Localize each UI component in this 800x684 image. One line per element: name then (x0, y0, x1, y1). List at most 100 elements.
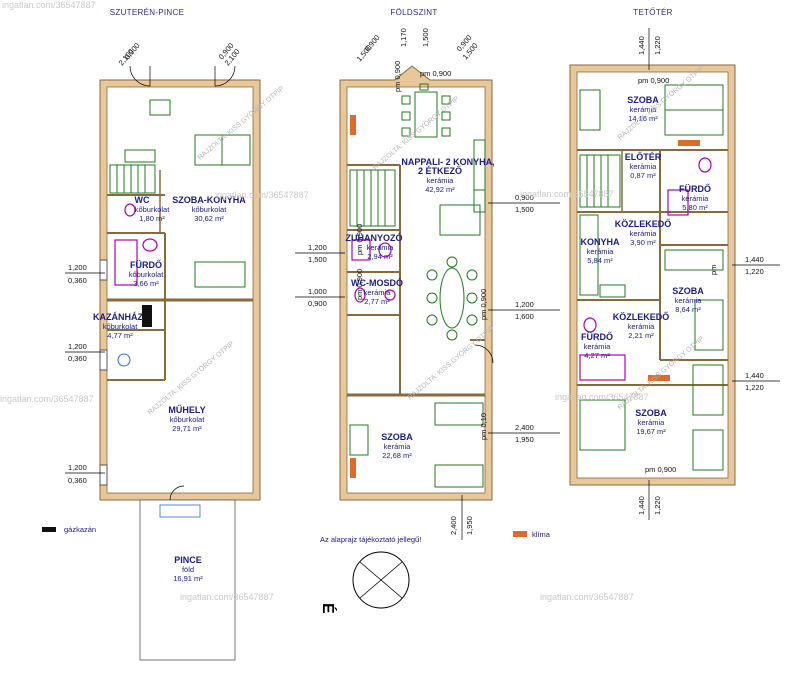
room-furdo-b-sub: kőburkolat (129, 270, 165, 279)
dim-g-pm-b: pm 0,900 (355, 224, 364, 255)
dim-g-left2-b: 0,900 (308, 299, 327, 308)
attic-dimensions: 1,440 1,220 pm 0,900 1,440 1,220 1,440 1… (637, 28, 780, 520)
room-wc-mosdo-name: WC-MOSDÓ (351, 277, 403, 288)
dim-b-w3-a: 1,200 (68, 463, 87, 472)
room-szoba-a3-name: SZOBA (635, 408, 667, 418)
watermark-5: ingatlan.com/36547887 (215, 190, 309, 200)
room-zuhanyozo-sub: kerámia (367, 243, 395, 252)
room-muhely-sub: kőburkolat (170, 415, 206, 424)
pince-door (159, 504, 201, 518)
room-eloter-area: 0,87 m² (630, 171, 656, 180)
dim-a-right1-a: 1,440 (745, 255, 764, 264)
ground-kitchen (439, 139, 486, 236)
room-szoba-a1-area: 14,16 m² (628, 114, 658, 123)
dim-a-right1-b: 1,220 (745, 267, 764, 276)
dining-table-top (401, 83, 451, 138)
room-nappali-name: NAPPALI- 2 KONYHA, (401, 157, 494, 167)
basement-stairs (109, 164, 156, 194)
clima-attic-1 (678, 140, 700, 146)
room-kazanhaz-name: KAZÁNHÁZ (93, 312, 143, 322)
room-furdo-b-name: FÜRDŐ (130, 259, 162, 270)
attic-plan (569, 64, 736, 486)
pince-outline (139, 499, 236, 661)
room-kozlekedo-a1-area: 3,90 m² (630, 238, 656, 247)
dim-a-top-a: 1,440 (637, 36, 646, 55)
room-szoba-g-name: SZOBA (381, 432, 413, 442)
dim-g-top-pm: pm 0,900 (420, 69, 451, 78)
dim-a-bottom-pm: pm 0,900 (645, 465, 676, 474)
room-eloter-sub: kerámia (630, 162, 658, 171)
attic-inner (576, 71, 729, 479)
watermark-1: ingatlan.com/36547887 (2, 0, 96, 10)
dim-g-right1-a: 0,900 (515, 193, 534, 202)
ground-stairs (349, 169, 396, 227)
dim-g-pm-c: pm 0,900 (355, 269, 364, 300)
basement-inner (106, 86, 254, 494)
legend-gas-label: gázkazán (64, 525, 96, 534)
room-szoba-konyha-area: 30,62 m² (194, 214, 224, 223)
room-pince-sub: föld (182, 565, 194, 574)
room-kazanhaz-area: 4,77 m² (107, 331, 133, 340)
dim-g-bottom-a: 2,400 (449, 516, 458, 535)
room-pince-name: PINCE (174, 555, 202, 565)
room-szoba-g-area: 22,68 m² (382, 451, 412, 460)
room-szoba-a1-name: SZOBA (627, 95, 659, 105)
dim-g-right2-b: 1,600 (515, 312, 534, 321)
dim-g-pm-e: pm 0,10 (479, 413, 488, 440)
disclaimer-note: Az alaprajz tájékoztató jellegű! (320, 535, 421, 544)
room-wc-name: WC (135, 195, 150, 205)
title-ground: FÖLDSZINT (390, 8, 437, 17)
room-wc-mosdo-sub: kerámia (364, 288, 392, 297)
dim-g-right3-a: 2,400 (515, 423, 534, 432)
dim-a-right2-b: 1,220 (745, 383, 764, 392)
clima-ground-2 (350, 458, 356, 478)
dim-a-top-pm: pm 0,900 (638, 76, 669, 85)
dim-a-right2-a: 1,440 (745, 371, 764, 380)
room-konyha-a-area: 5,84 m² (587, 256, 613, 265)
room-zuhanyozo-name: ZUHANYOZÓ (346, 232, 403, 243)
room-muhely-area: 29,71 m² (172, 424, 202, 433)
room-furdo-a2-sub: kerámia (584, 342, 612, 351)
room-nappali-name2: 2 ÉTKEZŐ (418, 165, 462, 176)
room-szoba-a3-sub: kerámia (638, 418, 666, 427)
watermark-7: ingatlan.com/36547887 (555, 392, 649, 402)
room-kazanhaz-sub: kőburkolat (103, 322, 139, 331)
dining-table-round (426, 256, 478, 341)
basement-door-left (129, 65, 151, 87)
room-szoba-a1-sub: kerámia (630, 105, 658, 114)
room-wc-sub: kőburkolat (135, 205, 171, 214)
room-nappali-area: 42,92 m² (425, 185, 455, 194)
room-szoba-konyha-sub: kőburkolat (192, 205, 228, 214)
room-wc-mosdo-area: 2,77 m² (364, 297, 390, 306)
dim-a-top-b: 1,220 (653, 36, 662, 55)
watermark-3: ingatlan.com/36547887 (180, 592, 274, 602)
legend: gázkazán klíma Az alaprajz tájékoztató j… (42, 525, 551, 544)
room-furdo-a2-area: 4,27 m² (584, 351, 610, 360)
dim-a-bottom-b: 1,220 (653, 496, 662, 515)
ground-side-door (474, 344, 494, 364)
dim-b-w3-b: 0,360 (68, 476, 87, 485)
dim-g-right3-b: 1,950 (515, 435, 534, 444)
basement-plan (99, 65, 261, 661)
room-zuhanyozo-area: 2,94 m² (367, 252, 393, 261)
room-nappali-sub: kerámia (427, 176, 455, 185)
dim-g-top-a-2: 1,500 (421, 28, 430, 47)
watermark-6: ingatlan.com/36547887 (520, 189, 614, 199)
watermark-2: ingatlan.com/36547887 (0, 394, 94, 404)
ground-room-labels: NAPPALI- 2 KONYHA, 2 ÉTKEZŐ kerámia 42,9… (346, 157, 495, 460)
room-furdo-a2-name: FÜRDŐ (581, 331, 613, 342)
dim-b-w2-b: 0,360 (68, 354, 87, 363)
title-attic: TETŐTÉR (633, 8, 672, 17)
gas-boiler-icon (142, 305, 152, 327)
basement-door-right (214, 65, 236, 87)
room-szoba-g-sub: kerámia (384, 442, 412, 451)
dim-b-w1-a: 1,200 (68, 263, 87, 272)
watermark-4: ingatlan.com/36547887 (540, 592, 634, 602)
dim-b-w1-b: 0,360 (68, 276, 87, 285)
clima-ground-1 (350, 115, 356, 135)
room-furdo-b-area: 3,66 m² (133, 279, 159, 288)
compass-icon: É (319, 551, 410, 614)
basement-room-labels: WC kőburkolat 1,80 m² SZOBA-KONYHA kőbur… (93, 195, 246, 583)
room-konyha-a-name: KONYHA (580, 237, 620, 247)
clima-attic-2 (648, 375, 670, 381)
